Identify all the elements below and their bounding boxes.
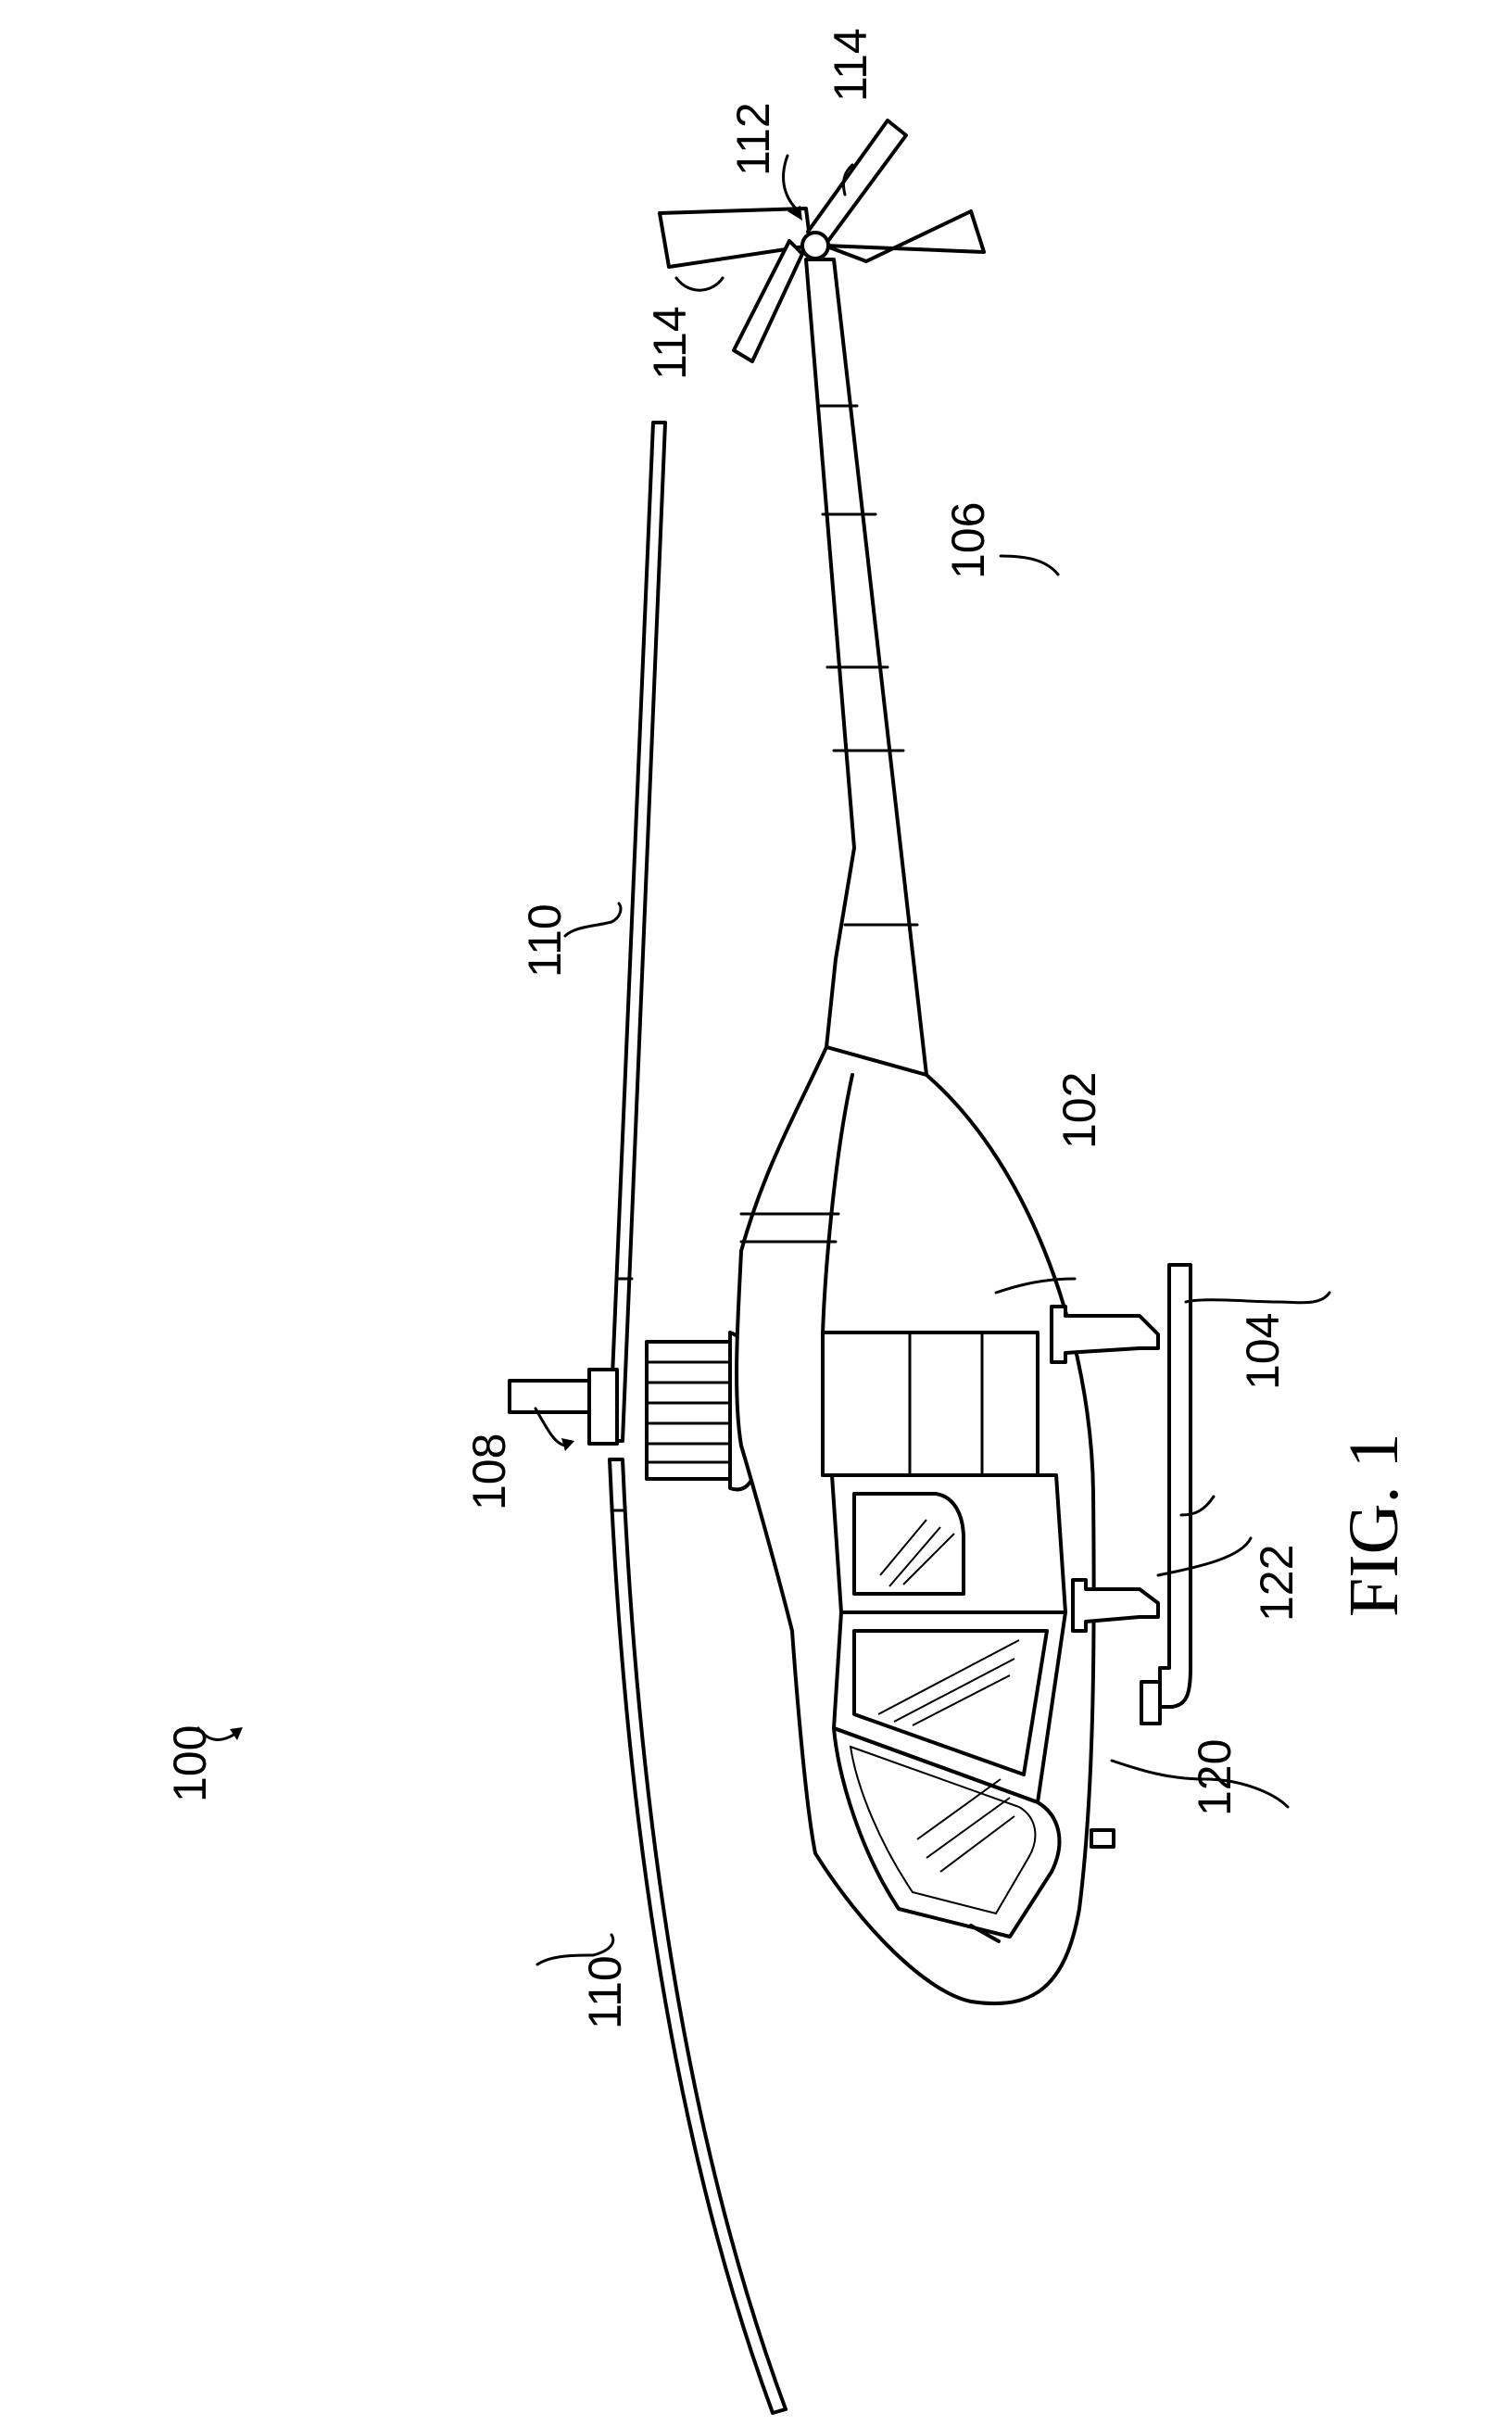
label-114-bottom: 114 bbox=[644, 306, 696, 380]
label-112: 112 bbox=[727, 102, 779, 176]
label-110-lower: 110 bbox=[579, 1955, 631, 2029]
fuselage bbox=[737, 1047, 1114, 2003]
main-rotor-blade-upper bbox=[610, 423, 665, 1441]
main-rotor-blade-lower bbox=[610, 1459, 786, 2413]
label-104: 104 bbox=[1237, 1313, 1289, 1390]
label-110-upper: 110 bbox=[519, 903, 571, 978]
tail-boom bbox=[806, 259, 926, 1075]
label-114-top: 114 bbox=[825, 28, 876, 102]
label-108: 108 bbox=[463, 1434, 515, 1510]
label-122: 122 bbox=[1251, 1545, 1303, 1622]
main-rotor-hub bbox=[510, 1332, 763, 1489]
label-106: 106 bbox=[942, 502, 994, 579]
reference-labels: 100 108 110 110 112 114 114 106 102 104 … bbox=[164, 28, 1413, 2029]
label-102: 102 bbox=[1053, 1072, 1105, 1149]
label-100: 100 bbox=[164, 1725, 216, 1802]
label-120: 120 bbox=[1189, 1739, 1241, 1816]
figure-caption: FIG. 1 bbox=[1335, 1434, 1413, 1617]
